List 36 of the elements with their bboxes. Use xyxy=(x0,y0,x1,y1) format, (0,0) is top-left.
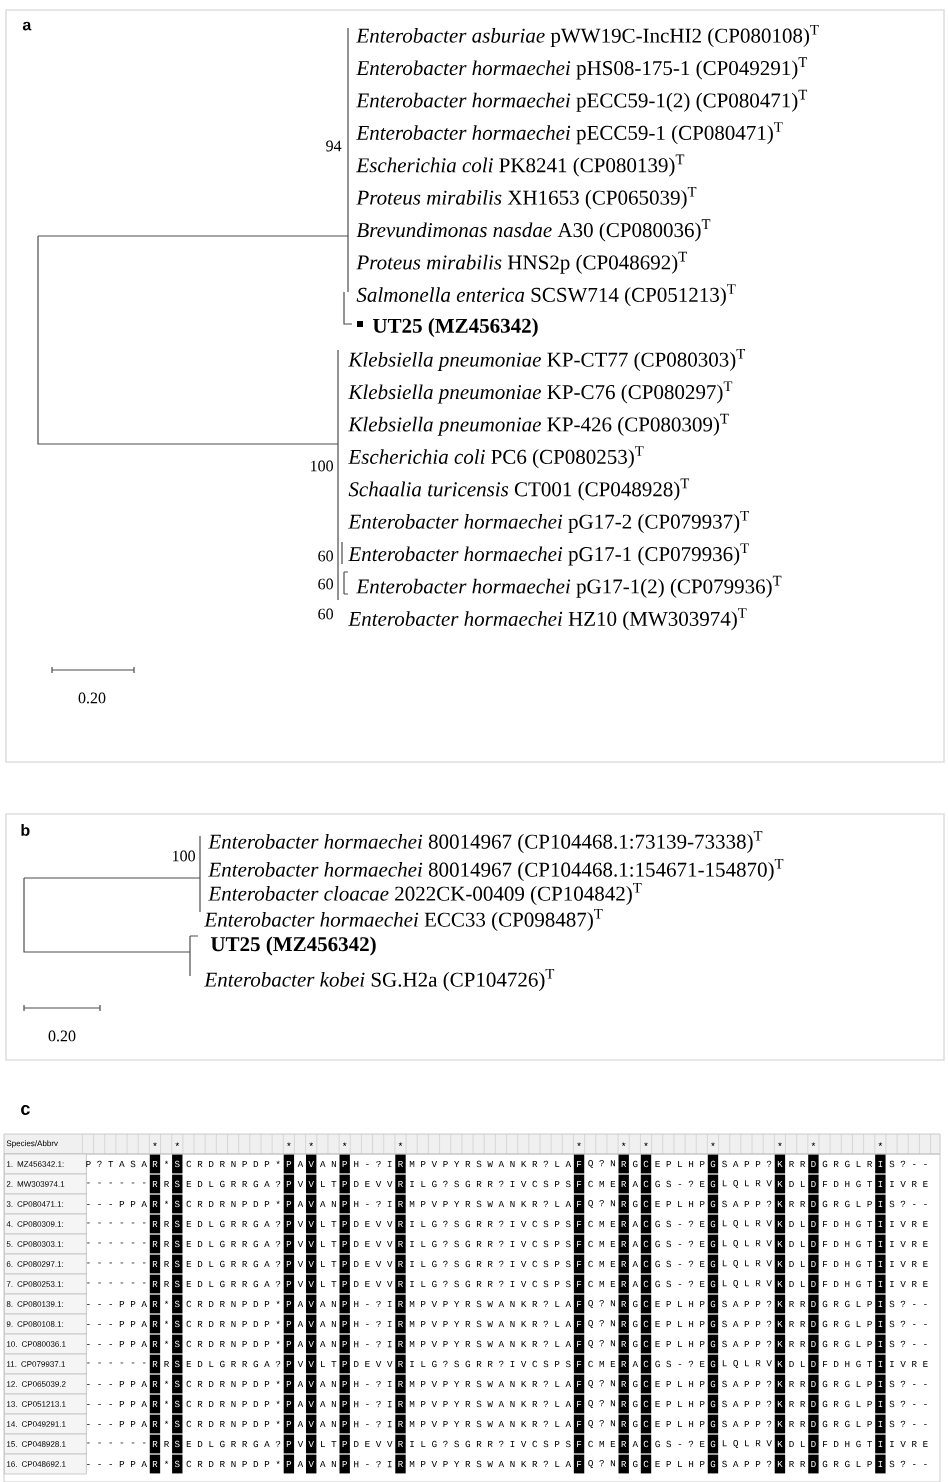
taxon-label: Enterobacter hormaechei ECC33 (CP098487)$^{T}$ xyxy=(204,909,603,931)
taxon-label: Klebsiella pneumoniae KP-426 (CP080309)$^{T}$ xyxy=(348,413,729,436)
taxon-label: Enterobacter hormaechei pG17-1 (CP079936)$^{T}$ xyxy=(348,543,749,566)
panel-letter: c xyxy=(21,1105,30,1115)
taxon-label: Brevundimonas nasdae A30 (CP080036)$^{T}$ xyxy=(356,219,711,242)
taxon-label: Enterobacter hormaechei pECC59-1 (CP080471)$^{T}$ xyxy=(356,122,783,145)
bootstrap-value: 100 xyxy=(173,850,195,862)
taxon-label: Proteus mirabilis XH1653 (CP065039)$^{T}$ xyxy=(356,187,697,209)
taxon-label: Enterobacter hormaechei 80014967 (CP104468.1:154671-154870)$^{T}$ xyxy=(208,859,784,881)
taxon-label: UT25 (MZ456342) xyxy=(210,936,376,956)
taxon-label: Schaalia turicensis CT001 (CP048928)$^{T}$ xyxy=(348,478,690,501)
panel-letter: b xyxy=(21,824,30,836)
bootstrap-value: 60 xyxy=(318,550,333,562)
taxon-label: Enterobacter hormaechei pECC59-1(2) (CP080471)$^{T}$ xyxy=(356,89,808,112)
taxon-label: Enterobacter asburiae pWW19C-IncHI2 (CP080108)$^{T}$ xyxy=(356,24,819,47)
panel-letter: a xyxy=(22,21,32,31)
taxon-label: Enterobacter kobei SG.H2a (CP104726)$^{T}$ xyxy=(204,969,555,991)
taxon-label: UT25 (MZ456342) xyxy=(372,318,538,338)
taxon-label: Enterobacter hormaechei pG17-2 (CP079937)$^{T}$ xyxy=(348,511,749,533)
taxon-label: Klebsiella pneumoniae KP-CT77 (CP080303)$^{T}$ xyxy=(348,349,746,371)
bootstrap-value: 60 xyxy=(318,578,333,590)
scale-value: 0.20 xyxy=(78,692,106,704)
taxon-label: Proteus mirabilis HNS2p (CP048692)$^{T}$ xyxy=(356,251,687,274)
taxon-label: Enterobacter hormaechei 80014967 (CP104468.1:73139-73338)$^{T}$ xyxy=(208,831,763,853)
taxon-label: Enterobacter hormaechei HZ10 (MW303974)$^{T}$ xyxy=(348,608,747,631)
taxon-label: Salmonella enterica SCSW714 (CP051213)$^{T}$ xyxy=(356,284,736,307)
taxon-label: Klebsiella pneumoniae KP-C76 (CP080297)$^{T}$ xyxy=(348,381,733,404)
scale-value: 0.20 xyxy=(48,1030,76,1042)
taxon-label: Enterobacter hormaechei pG17-1(2) (CP079936)$^{T}$ xyxy=(356,575,782,598)
bootstrap-value: 100 xyxy=(311,460,333,472)
taxon-label: Enterobacter hormaechei pHS08-175-1 (CP049291)$^{T}$ xyxy=(356,57,808,80)
bootstrap-value: 94 xyxy=(326,140,342,152)
taxon-label: Escherichia coli PC6 (CP080253)$^{T}$ xyxy=(348,446,644,469)
taxon-label: Escherichia coli PK8241 (CP080139)$^{T}$ xyxy=(356,154,685,177)
taxon-label: Enterobacter cloacae 2022CK-00409 (CP104842)$^{T}$ xyxy=(208,883,642,905)
bootstrap-value: 60 xyxy=(318,608,333,620)
